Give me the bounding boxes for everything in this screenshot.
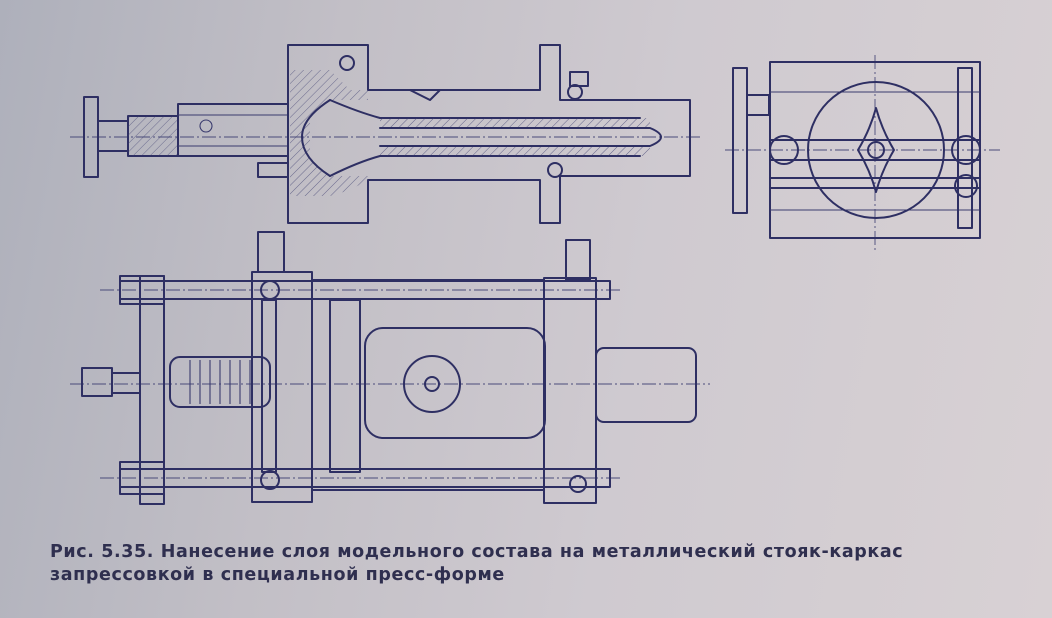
section-view xyxy=(70,44,700,224)
caption-line-1: Рис. 5.35. Нанесение слоя модельного сос… xyxy=(50,542,904,562)
caption-line-2: запрессовкой в специальной пресс-форме xyxy=(50,565,505,585)
figure-caption: Рис. 5.35. Нанесение слоя модельного сос… xyxy=(50,541,1010,587)
plan-view xyxy=(70,231,710,505)
end-view xyxy=(725,55,1000,250)
